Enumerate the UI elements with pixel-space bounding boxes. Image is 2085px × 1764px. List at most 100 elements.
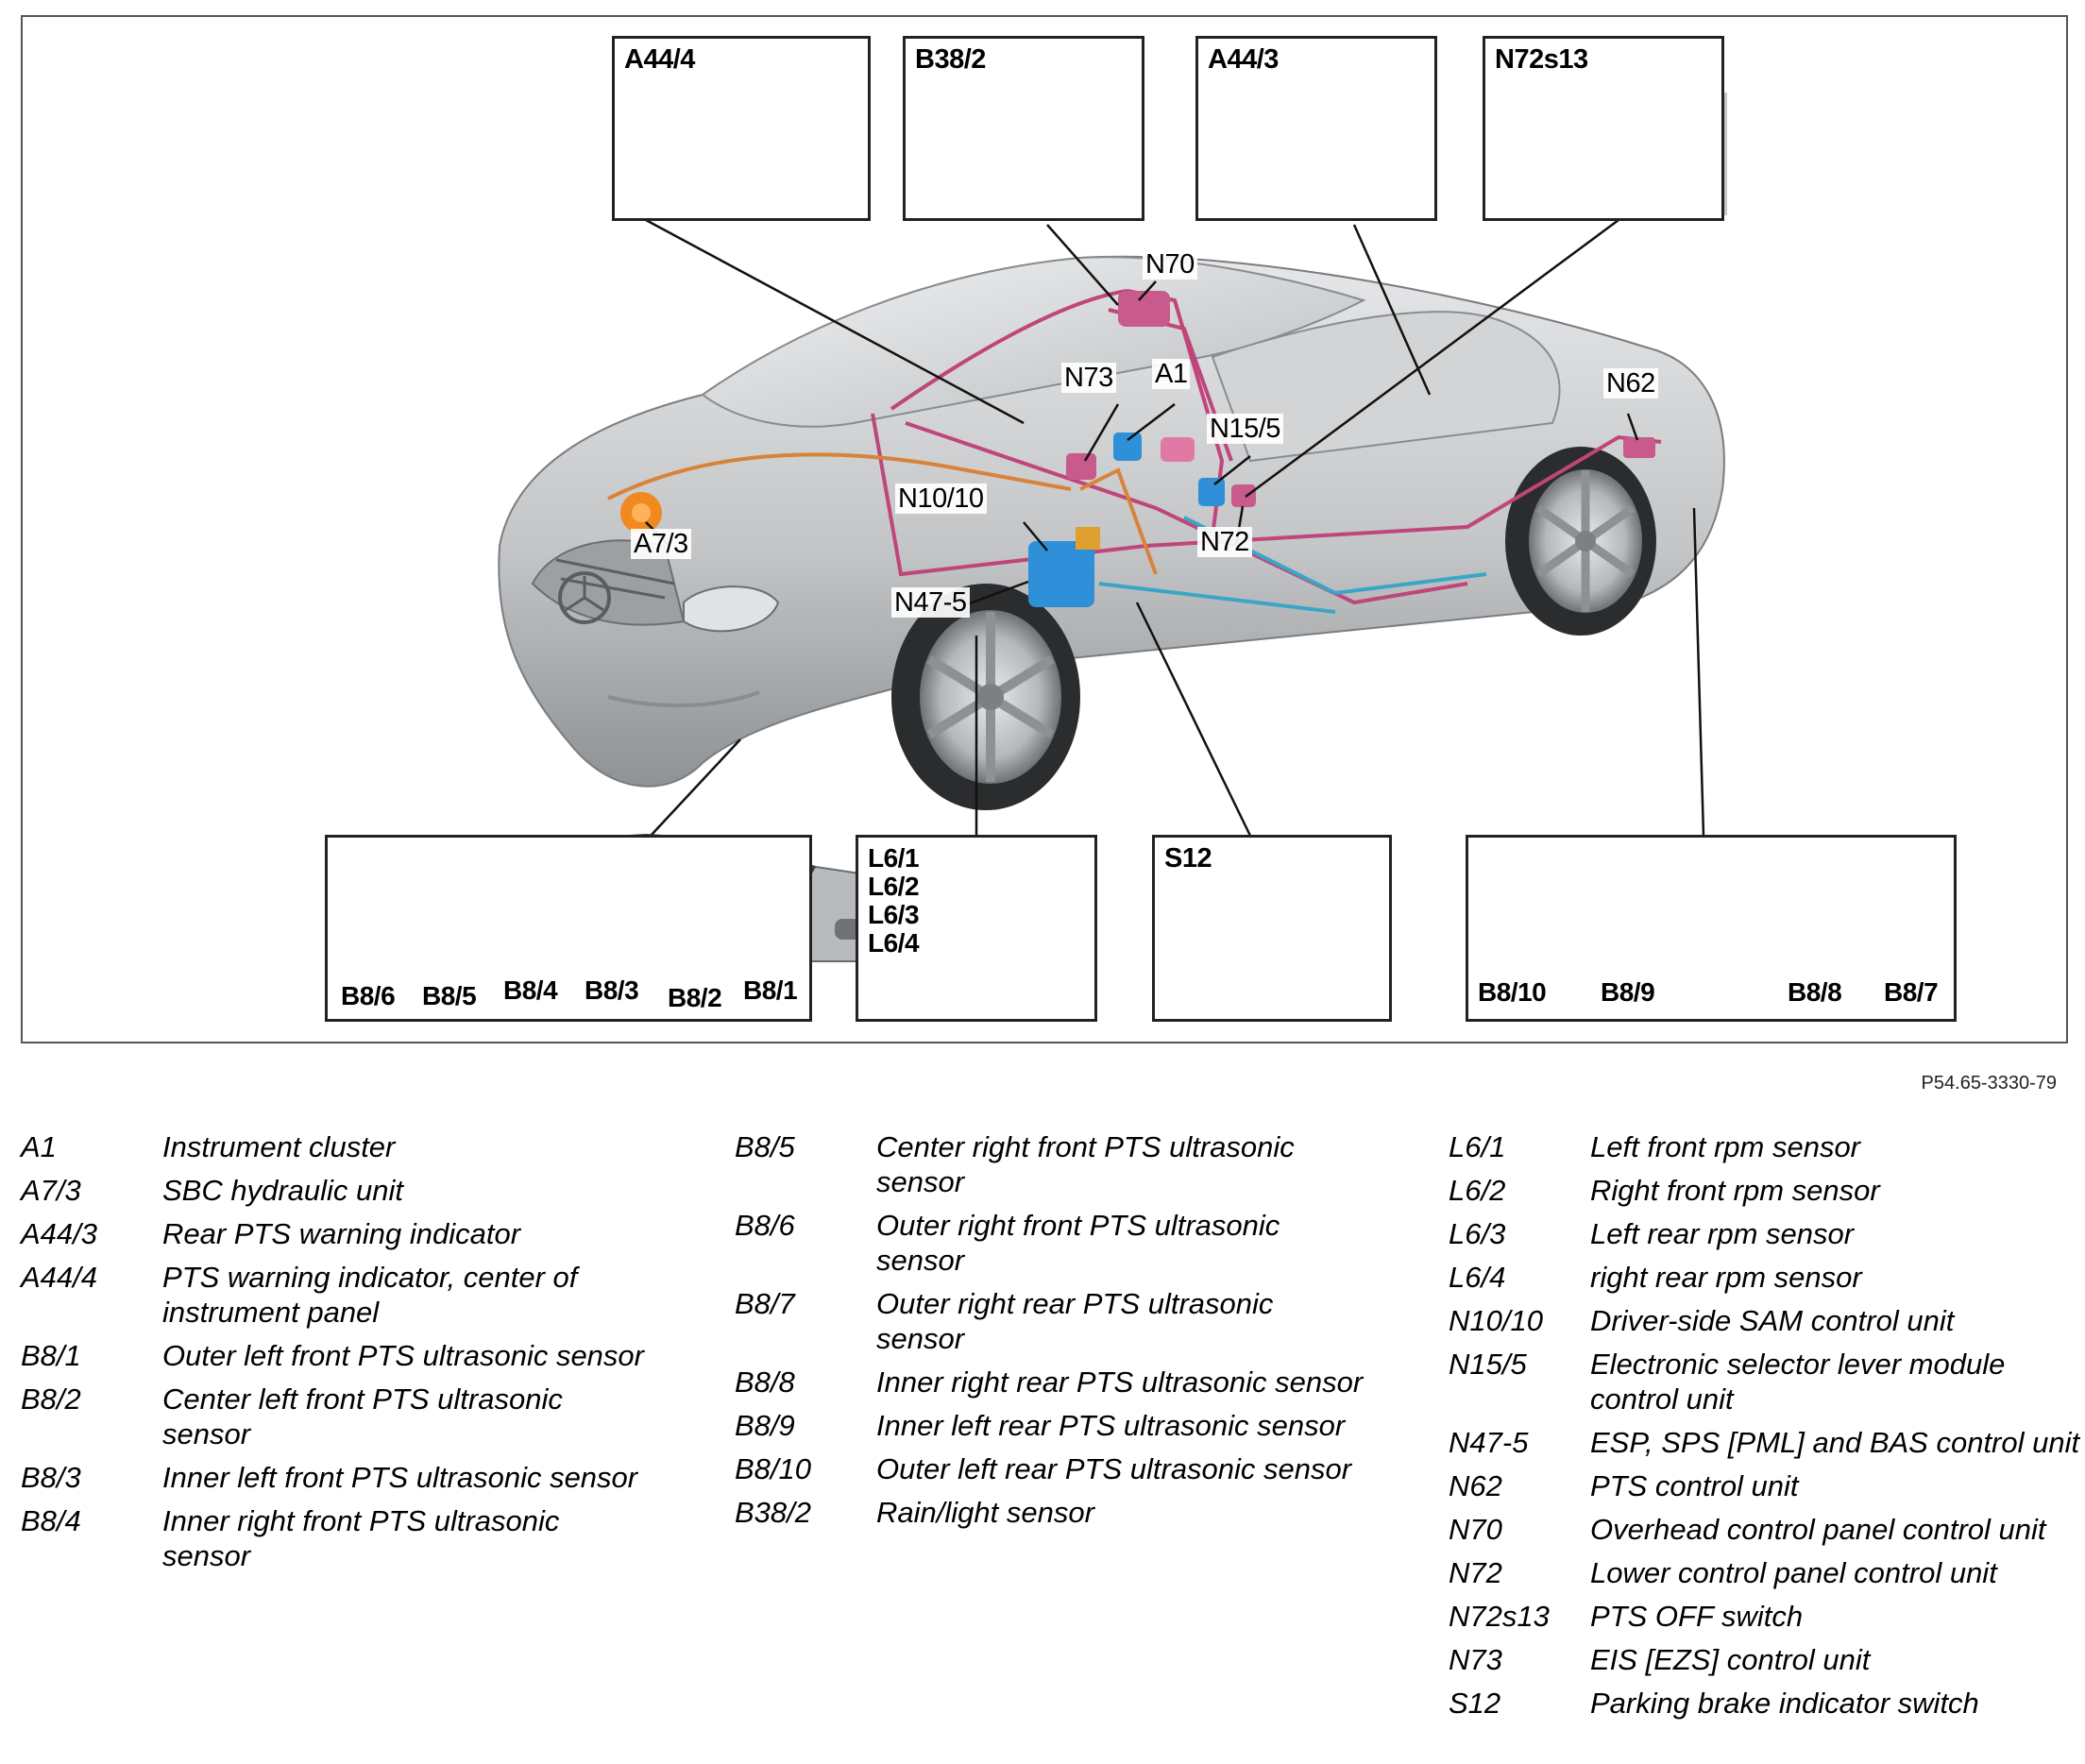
label-b8-1: B8/1 xyxy=(743,975,798,1005)
legend-code: B8/9 xyxy=(735,1409,795,1442)
label-b8-2: B8/2 xyxy=(668,983,722,1012)
legend-description: right rear rpm sensor xyxy=(1590,1261,1862,1294)
legend-code: A44/4 xyxy=(21,1261,98,1294)
legend-item: N10/10 Driver-side SAM control unit xyxy=(1449,1303,2081,1338)
car-body xyxy=(498,255,1725,788)
legend-item: B8/6 Outer right front PTS ultrasonic sen… xyxy=(735,1208,1367,1278)
legend-description: Inner left front PTS ultrasonic sensor xyxy=(162,1461,638,1494)
legend-item: N72 Lower control panel control unit xyxy=(1449,1555,2081,1590)
legend-code: L6/1 xyxy=(1449,1130,1506,1163)
label-l6-1: L6/1 xyxy=(868,843,920,873)
legend-description: Driver-side SAM control unit xyxy=(1590,1304,1955,1337)
legend-code: B8/8 xyxy=(735,1365,795,1399)
legend-code: S12 xyxy=(1449,1687,1501,1720)
legend-description: Rear PTS warning indicator xyxy=(162,1217,521,1250)
detail-box-rear-bumper: B8/10 B8/9 B8/8 B8/7 xyxy=(1466,835,1957,1022)
legend-code: N70 xyxy=(1449,1513,1502,1546)
legend-code: B8/4 xyxy=(21,1504,81,1537)
legend-description: SBC hydraulic unit xyxy=(162,1174,404,1207)
legend-description: ESP, SPS [PML] and BAS control unit xyxy=(1590,1426,2080,1459)
detail-box-rpm-sensor: L6/1 L6/2 L6/3 L6/4 xyxy=(856,835,1097,1022)
legend-code: A1 xyxy=(21,1130,57,1163)
legend-code: N73 xyxy=(1449,1643,1502,1676)
legend-code: L6/3 xyxy=(1449,1217,1506,1250)
legend-item: N62 PTS control unit xyxy=(1449,1468,2081,1503)
detail-title-n72s13: N72s13 xyxy=(1495,44,1588,75)
legend-item: A44/3 Rear PTS warning indicator xyxy=(21,1216,653,1251)
legend-description: Right front rpm sensor xyxy=(1590,1174,1880,1207)
legend-item: N73 EIS [EZS] control unit xyxy=(1449,1642,2081,1677)
legend-code: N62 xyxy=(1449,1469,1502,1502)
n72-module xyxy=(1231,484,1256,507)
legend-description: PTS OFF switch xyxy=(1590,1600,1804,1633)
legend-description: Inner right front PTS ultrasonic sensor xyxy=(162,1504,560,1572)
legend-code: B8/10 xyxy=(735,1452,812,1485)
legend-description: Left front rpm sensor xyxy=(1590,1130,1861,1163)
legend-code: A44/3 xyxy=(21,1217,98,1250)
callout-n70: N70 xyxy=(1143,249,1197,280)
legend-description: EIS [EZS] control unit xyxy=(1590,1643,1871,1676)
detail-title-b38-2: B38/2 xyxy=(915,44,986,75)
detail-box-front-bumper: B8/6 B8/5 B8/4 B8/3 B8/2 B8/1 xyxy=(325,835,812,1022)
a1-connector xyxy=(1161,437,1195,462)
legend-description: Center left front PTS ultrasonic sensor xyxy=(162,1382,563,1450)
legend-description: Inner left rear PTS ultrasonic sensor xyxy=(876,1409,1346,1442)
legend-item: A1 Instrument cluster xyxy=(21,1129,653,1164)
n15-5-module xyxy=(1198,478,1225,506)
detail-title-s12: S12 xyxy=(1164,843,1212,874)
legend-code: B8/2 xyxy=(21,1382,81,1416)
legend-description: PTS control unit xyxy=(1590,1469,1799,1502)
label-b8-6: B8/6 xyxy=(341,981,396,1010)
detail-title-a44-4: A44/4 xyxy=(624,44,695,75)
n70-module xyxy=(1118,291,1170,327)
legend-item: N15/5 Electronic selector lever module co… xyxy=(1449,1347,2081,1416)
figure-code: P54.65-3330-79 xyxy=(1921,1073,2057,1094)
legend-code: N72s13 xyxy=(1449,1600,1550,1633)
rear-wheel xyxy=(1505,447,1656,636)
legend-description: Rain/light sensor xyxy=(876,1496,1094,1529)
legend-item: N72s13 PTS OFF switch xyxy=(1449,1599,2081,1634)
callout-a1: A1 xyxy=(1152,359,1191,389)
callout-n72: N72 xyxy=(1197,527,1252,557)
legend-description: Outer right front PTS ultrasonic sensor xyxy=(876,1209,1280,1277)
label-b8-7: B8/7 xyxy=(1884,977,1939,1007)
label-b8-8: B8/8 xyxy=(1788,977,1842,1007)
legend-code: N47-5 xyxy=(1449,1426,1529,1459)
n62-module xyxy=(1623,437,1655,458)
legend-code: L6/4 xyxy=(1449,1261,1506,1294)
legend-item: B8/2 Center left front PTS ultrasonic sen… xyxy=(21,1382,653,1451)
legend-description: Outer right rear PTS ultrasonic sensor xyxy=(876,1287,1274,1355)
legend-description: PTS warning indicator, center of instrum… xyxy=(162,1261,578,1329)
callout-n47-5: N47-5 xyxy=(891,587,970,618)
legend-code: B8/6 xyxy=(735,1209,795,1242)
legend-code: N10/10 xyxy=(1449,1304,1543,1337)
detail-box-a44-4: A44/4 xyxy=(612,36,871,221)
legend-description: Outer left front PTS ultrasonic sensor xyxy=(162,1339,644,1372)
legend-description: Parking brake indicator switch xyxy=(1590,1687,1979,1720)
legend-description: Lower control panel control unit xyxy=(1590,1556,1997,1589)
legend-code: N72 xyxy=(1449,1556,1502,1589)
label-b8-9: B8/9 xyxy=(1601,977,1655,1007)
legend-code: N15/5 xyxy=(1449,1348,1527,1381)
legend-description: Instrument cluster xyxy=(162,1130,396,1163)
label-b8-4: B8/4 xyxy=(503,975,558,1005)
legend-item: A44/4 PTS warning indicator, center of in… xyxy=(21,1260,653,1330)
label-l6-2: L6/2 xyxy=(868,872,920,901)
label-b8-10: B8/10 xyxy=(1478,977,1547,1007)
legend-item: B8/4 Inner right front PTS ultrasonic sen… xyxy=(21,1503,653,1573)
front-wheel xyxy=(891,584,1080,810)
diagram-frame: A44/4 B38/2 A44/3 N72s13 B8/6 B8/5 B8/4 … xyxy=(21,15,2068,1043)
legend-description: Electronic selector lever module control… xyxy=(1590,1348,2006,1416)
detail-title-a44-3: A44/3 xyxy=(1208,44,1279,75)
